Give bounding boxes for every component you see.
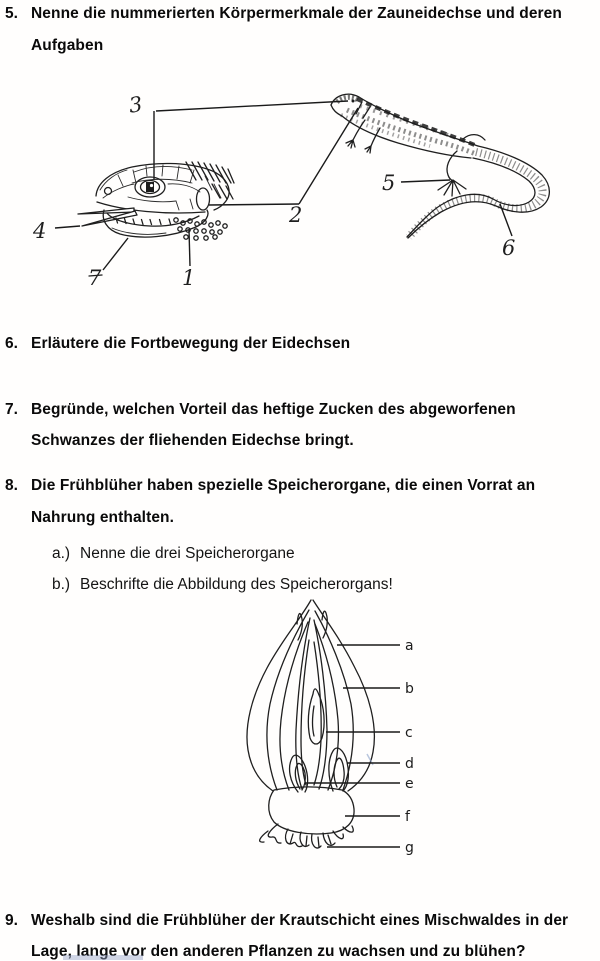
question-7-line-1: Begründe, welchen Vorteil das heftige Zu… <box>31 401 516 418</box>
question-8-line-1: Die Frühblüher haben spezielle Speichero… <box>31 477 536 494</box>
question-5-line-1: Nenne die nummerierten Körpermerkmale de… <box>31 5 562 22</box>
question-8-line-2: Nahrung enthalten. <box>31 509 175 526</box>
lizard-full-body <box>330 93 551 239</box>
lizard-label-3: 3 <box>127 92 144 118</box>
question-8-number: 8. <box>5 477 18 494</box>
question-6-number: 6. <box>5 335 18 352</box>
bulb-label-d: d <box>405 756 414 772</box>
scan-artifact-blue-bar <box>63 955 143 960</box>
lizard-label-7-crossbar <box>88 274 103 277</box>
bulb-leader-lines <box>305 644 400 848</box>
sub-a-text: Nenne die drei Speicherorgane <box>80 545 295 562</box>
bulb-label-e: e <box>405 776 414 792</box>
lizard-markings <box>335 94 547 240</box>
lizard-label-1: 1 <box>182 266 195 290</box>
sub-a-label: a.) <box>52 545 71 562</box>
bulb-basal-disc <box>268 786 355 835</box>
question-7-number: 7. <box>5 401 18 418</box>
lizard-neck-hatching <box>185 161 235 200</box>
bulb-label-a: a <box>405 638 414 654</box>
sub-b-label: b.) <box>52 576 71 593</box>
question-6-line-1: Erläutere die Fortbewegung der Eidechsen <box>31 335 351 352</box>
question-8-sub-b: b.) Beschrifte die Abbildung des Speicher… <box>52 576 393 594</box>
question-9-line-1: Weshalb sind die Frühblüher der Krautsch… <box>31 912 569 929</box>
lizard-leader-lines <box>54 100 513 271</box>
bulb-roots <box>258 823 354 849</box>
lizard-label-6: 6 <box>502 236 515 260</box>
question-5-number: 5. <box>5 5 18 22</box>
lizard-label-7: 7 <box>88 266 102 290</box>
question-7-line-2: Schwanzes der fliehenden Eidechse bringt… <box>31 432 354 449</box>
lizard-label-4: 4 <box>32 219 46 243</box>
lizard-head-scales <box>99 164 222 235</box>
question-5-line-2: Aufgaben <box>31 37 104 54</box>
question-8-sub-a: a.) Nenne die drei Speicherorgane <box>52 545 295 563</box>
lizard-figure: 3 4 7 1 2 5 6 <box>0 80 600 300</box>
bulb-outline <box>246 599 376 793</box>
bulb-label-f: f <box>405 809 411 825</box>
question-9-line-2: Lage, lange vor den anderen Pflanzen zu … <box>31 943 526 960</box>
sub-b-text: Beschrifte die Abbildung des Speicherorg… <box>80 576 393 593</box>
lizard-label-5: 5 <box>382 171 395 195</box>
bulb-label-c: c <box>405 725 413 741</box>
lizard-head-closeup <box>77 162 230 238</box>
lizard-label-2: 2 <box>288 203 302 227</box>
lizard-throat-scales <box>173 217 228 241</box>
bulb-figure: a b c d e f g <box>180 588 430 878</box>
bulb-label-g: g <box>405 840 414 856</box>
question-9-number: 9. <box>5 912 18 929</box>
bulb-label-b: b <box>405 681 414 697</box>
